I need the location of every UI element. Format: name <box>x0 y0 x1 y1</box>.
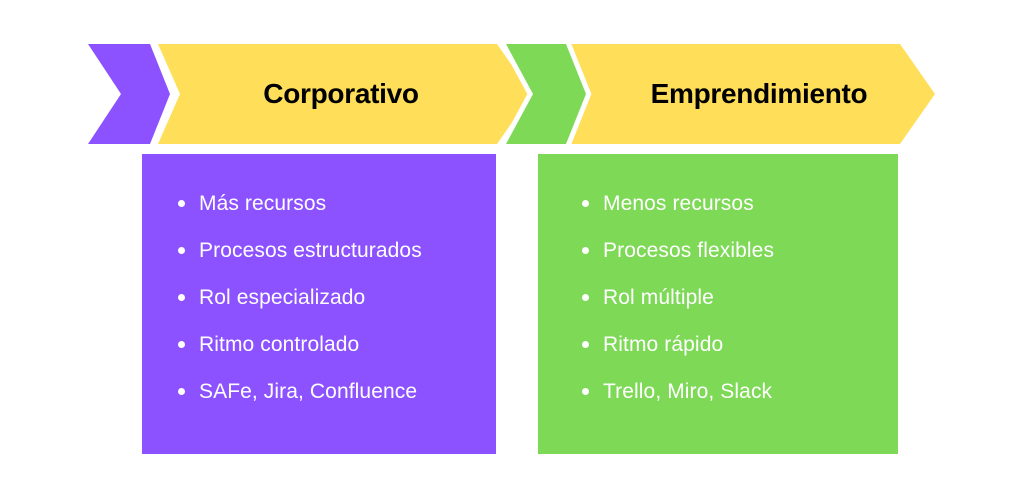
bullet-dot-icon <box>582 388 589 395</box>
list-item: Ritmo rápido <box>582 321 886 368</box>
list-item: Más recursos <box>178 180 484 227</box>
list-item: Ritmo controlado <box>178 321 484 368</box>
list-item: Procesos flexibles <box>582 227 886 274</box>
bullet-dot-icon <box>178 341 185 348</box>
bullet-dot-icon <box>582 200 589 207</box>
bullet-dot-icon <box>178 247 185 254</box>
list-item-label: Rol especializado <box>199 285 366 309</box>
list-item-label: Menos recursos <box>603 191 754 215</box>
bullet-dot-icon <box>582 341 589 348</box>
list-item-label: Rol múltiple <box>603 285 714 309</box>
entrepreneurship-chevron-icon <box>497 39 592 149</box>
corporate-chevron-icon <box>78 39 176 149</box>
list-item: Rol múltiple <box>582 274 886 321</box>
corporate-banner-arrow <box>150 39 539 149</box>
corporate-details-box: Más recursos Procesos estructurados Rol … <box>142 154 496 454</box>
bullet-dot-icon <box>582 247 589 254</box>
list-item: Trello, Miro, Slack <box>582 368 886 415</box>
list-item-label: Procesos estructurados <box>199 238 422 262</box>
list-item-label: Procesos flexibles <box>603 238 775 262</box>
list-item-label: Trello, Miro, Slack <box>603 379 773 403</box>
entrepreneurship-feature-list: Menos recursos Procesos flexibles Rol mú… <box>538 154 898 415</box>
bullet-dot-icon <box>178 200 185 207</box>
corporate-banner-label: Corporativo <box>263 78 419 109</box>
list-item: SAFe, Jira, Confluence <box>178 368 484 415</box>
list-item: Rol especializado <box>178 274 484 321</box>
entrepreneurship-banner-label: Emprendimiento <box>650 78 868 109</box>
list-item-label: Ritmo controlado <box>199 332 360 356</box>
list-item-label: Más recursos <box>199 191 327 215</box>
entrepreneurship-details-box: Menos recursos Procesos flexibles Rol mú… <box>538 154 898 454</box>
bullet-dot-icon <box>178 294 185 301</box>
list-item: Menos recursos <box>582 180 886 227</box>
list-item-label: Ritmo rápido <box>603 332 724 356</box>
bullet-dot-icon <box>582 294 589 301</box>
list-item: Procesos estructurados <box>178 227 484 274</box>
bullet-dot-icon <box>178 388 185 395</box>
list-item-label: SAFe, Jira, Confluence <box>199 379 418 403</box>
corporate-feature-list: Más recursos Procesos estructurados Rol … <box>142 154 496 415</box>
